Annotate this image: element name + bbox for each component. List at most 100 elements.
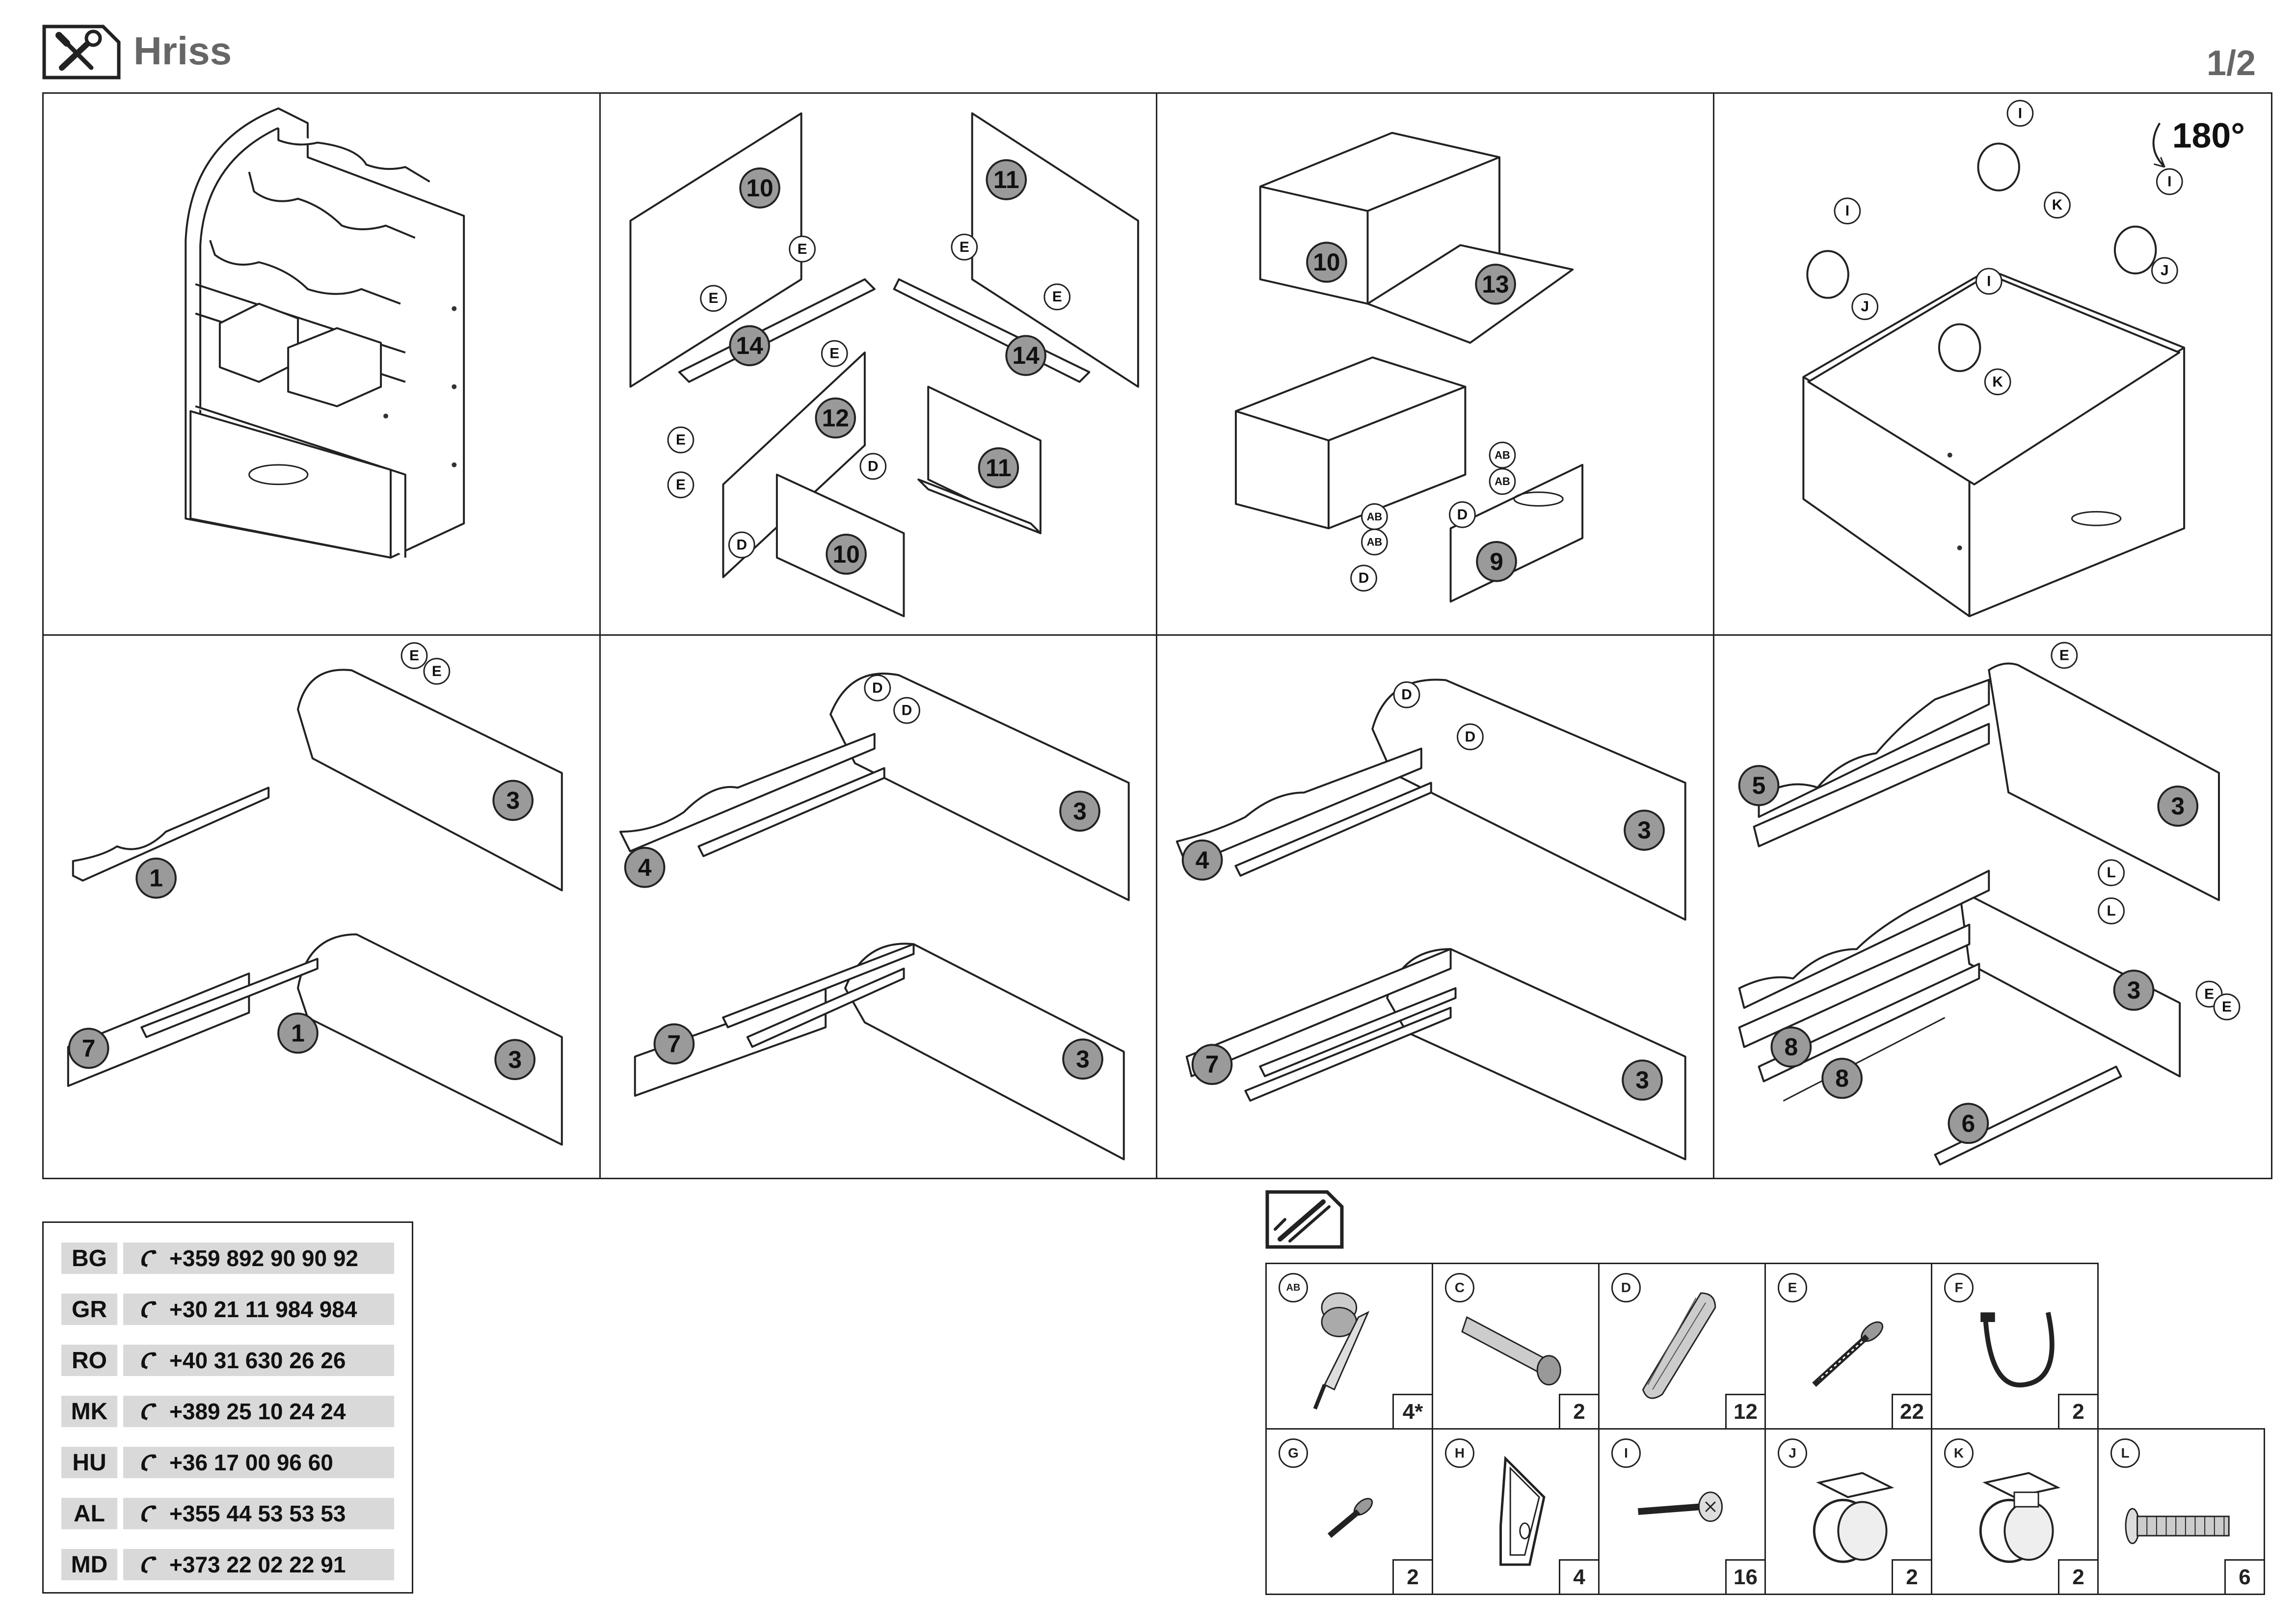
part-number: 8 <box>1784 1033 1798 1061</box>
part-badge <box>1005 335 1046 376</box>
country-code: RO <box>61 1345 117 1376</box>
phone-number[interactable]: +355 44 53 53 53 <box>123 1498 394 1529</box>
support-row: AL +355 44 53 53 53 <box>61 1498 394 1529</box>
wall-plug-icon <box>1461 1316 1561 1386</box>
hardware-qty: 2 <box>2058 1394 2097 1428</box>
hardware-tag: D <box>1457 507 1468 523</box>
hardware-item-k: K 2 <box>1931 1428 2099 1595</box>
hardware-id: AB <box>1279 1273 1308 1302</box>
hardware-tag: I <box>2018 105 2022 121</box>
hardware-grid: AB 4* C 2 D 12 E 22 F 2 <box>1265 1263 2265 1595</box>
part-number: 5 <box>1752 772 1765 799</box>
wooden-dowel-icon <box>1642 1292 1716 1399</box>
hardware-tag: J <box>1861 298 1869 315</box>
hardware-qty: 4 <box>1559 1559 1598 1594</box>
hardware-tag: I <box>2167 174 2171 190</box>
hardware-item-d: D 12 <box>1598 1263 1766 1430</box>
part-badge <box>739 167 780 209</box>
cam-lock-connector-icon <box>1313 1292 1370 1410</box>
hardware-id: J <box>1778 1438 1807 1468</box>
safety-strap-icon <box>1980 1312 2055 1388</box>
part-badge <box>814 397 856 439</box>
caster-wheel-icon <box>1813 1472 1895 1563</box>
part-badge <box>986 159 1027 200</box>
hardware-item-ab: AB 4* <box>1265 1263 1433 1430</box>
part-number: 3 <box>506 786 520 814</box>
part-number: 14 <box>736 332 763 359</box>
part-badge <box>1475 264 1516 305</box>
phone-icon <box>141 1403 157 1420</box>
hardware-tag: D <box>1401 687 1412 703</box>
part-badge <box>624 846 665 888</box>
hardware-qty: 2 <box>1892 1559 1931 1594</box>
part-number: 4 <box>638 854 651 881</box>
phone-number[interactable]: +359 892 90 90 92 <box>123 1243 394 1274</box>
part-badge <box>1306 242 1347 283</box>
part-badge <box>1181 839 1223 881</box>
hardware-qty: 6 <box>2224 1559 2264 1594</box>
hardware-tag: I <box>1987 273 1991 289</box>
hardware-id: K <box>1944 1438 1974 1468</box>
hardware-tag: I <box>1845 203 1849 219</box>
step-7-drawing: 5 3 3 8 8 6 E L L E E <box>1738 642 2240 1166</box>
part-badge <box>2113 970 2154 1011</box>
part-number: 1 <box>149 865 163 892</box>
shelf-overview-drawing <box>185 107 465 559</box>
support-row: BG +359 892 90 90 92 <box>61 1243 394 1274</box>
screw-icon <box>1812 1321 1884 1387</box>
part-badge <box>825 534 867 575</box>
part-badge <box>2157 785 2198 827</box>
part-badge <box>492 780 534 821</box>
hardware-tag: E <box>2059 647 2069 663</box>
part-badge <box>1476 541 1517 582</box>
hardware-tag: L <box>2107 865 2115 881</box>
hardware-tag: AB <box>1367 511 1383 523</box>
part-number: 8 <box>1835 1065 1849 1092</box>
hardware-item-h: H 4 <box>1432 1428 1600 1595</box>
hardware-tag: AB <box>1367 536 1383 548</box>
hardware-tag: K <box>2052 197 2062 213</box>
phone-number[interactable]: +40 31 630 26 26 <box>123 1345 394 1376</box>
phone-number[interactable]: +373 22 02 22 91 <box>123 1549 394 1580</box>
part-number: 10 <box>746 174 773 202</box>
hardware-item-f: F 2 <box>1931 1263 2099 1430</box>
step-5-drawing: 4 3 7 3 D D <box>619 673 1130 1161</box>
hardware-item-g: G 2 <box>1265 1428 1433 1595</box>
support-phone-table: BG +359 892 90 90 92 GR +30 21 11 984 98… <box>42 1221 413 1594</box>
phone-number[interactable]: +36 17 00 96 60 <box>123 1447 394 1478</box>
step-overview-panel <box>44 94 601 636</box>
hardware-qty: 4* <box>1392 1394 1432 1428</box>
part-badge <box>277 1012 319 1054</box>
hardware-qty: 2 <box>2058 1559 2097 1594</box>
phone-icon <box>141 1250 157 1267</box>
hardware-item-j: J 2 <box>1764 1428 1932 1595</box>
hardware-id: L <box>2110 1438 2140 1468</box>
hardware-item-i: I 16 <box>1598 1428 1766 1595</box>
hardware-tag: E <box>2221 999 2231 1015</box>
phone-number[interactable]: +30 21 11 984 984 <box>123 1294 394 1325</box>
hardware-id: C <box>1445 1273 1474 1302</box>
doc-title: Hriss <box>133 29 232 73</box>
step-2-drawing: 10 13 9 AB AB AB AB D D <box>1234 132 1584 603</box>
step-6-panel: 4 3 7 3 D D <box>1157 636 1714 1178</box>
step-7-panel: 5 3 3 8 8 6 E L L E E <box>1714 636 2271 1178</box>
step-3-panel: 180° I I I I J J K K <box>1714 94 2271 636</box>
part-number: 3 <box>1073 797 1087 825</box>
hardware-tag: E <box>2204 986 2214 1002</box>
part-number: 3 <box>508 1046 522 1073</box>
hardware-qty: 2 <box>1559 1394 1598 1428</box>
step-4-drawing: 1 3 7 1 3 E E <box>67 642 563 1146</box>
hardware-qty: 12 <box>1725 1394 1764 1428</box>
hardware-tag: AB <box>1495 475 1510 487</box>
part-badge <box>1624 810 1665 851</box>
hardware-tag: D <box>736 537 747 553</box>
hardware-tag: D <box>872 680 882 696</box>
hardware-item-e: E 22 <box>1764 1263 1932 1430</box>
hardware-tag: D <box>1359 570 1369 586</box>
part-number: 7 <box>667 1030 681 1057</box>
part-badge <box>494 1039 536 1081</box>
part-number: 11 <box>986 454 1012 482</box>
tools-icon <box>42 25 121 80</box>
phone-number[interactable]: +389 25 10 24 24 <box>123 1396 394 1427</box>
hardware-tag: E <box>959 239 969 255</box>
